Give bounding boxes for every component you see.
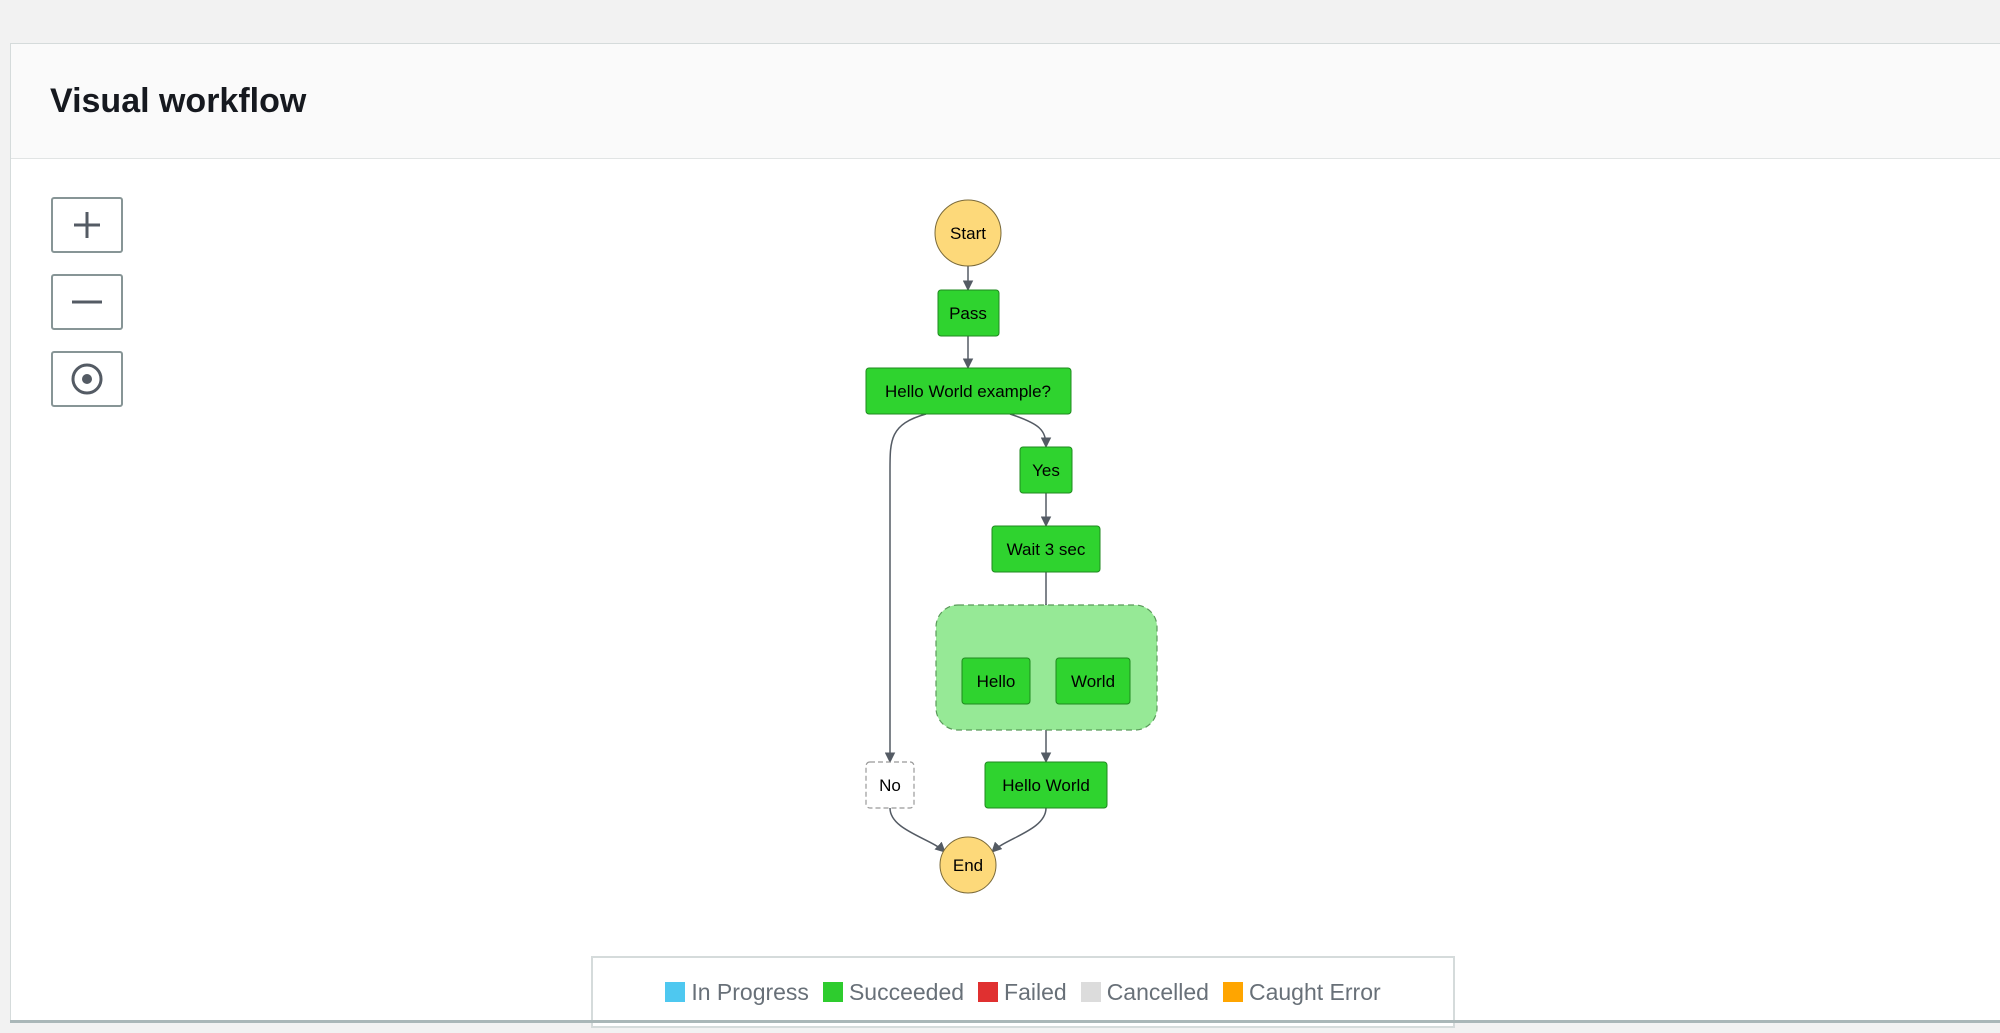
hello-world-state[interactable]: Hello World	[984, 761, 1108, 809]
visual-workflow-panel: Visual workflow In Progress Succeeded F	[10, 43, 2000, 1028]
start-label: Start	[950, 224, 986, 243]
no-label: No	[879, 776, 901, 795]
panel-title: Visual workflow	[50, 82, 307, 120]
end-label: End	[953, 856, 983, 875]
hello-world-label: Hello World	[1002, 776, 1090, 795]
legend-label: Failed	[1004, 978, 1067, 1005]
edge-choice-no	[884, 413, 927, 764]
world-branch-state[interactable]: World	[1055, 657, 1131, 705]
edge-choice-yes	[1009, 413, 1052, 449]
legend-item-in-progress: In Progress	[665, 979, 809, 1006]
swatch-succeeded	[822, 982, 843, 1002]
target-icon	[71, 363, 103, 395]
minus-icon	[72, 300, 102, 304]
swatch-caught-error	[1222, 982, 1243, 1002]
yes-label: Yes	[1032, 461, 1060, 480]
hello-label: Hello	[977, 672, 1016, 691]
start-node[interactable]: Start	[934, 199, 1002, 267]
legend-item-succeeded: Succeeded	[822, 978, 965, 1006]
choice-label: Hello World example?	[885, 382, 1051, 401]
yes-state[interactable]: Yes	[1019, 446, 1073, 494]
panel-bottom-border	[10, 1020, 2000, 1023]
legend-item-caught-error: Caught Error	[1222, 978, 1381, 1006]
end-node[interactable]: End	[939, 836, 997, 894]
panel-header: Visual workflow	[11, 44, 2000, 159]
legend-label: Succeeded	[848, 978, 965, 1005]
edge-helloworld-end	[991, 807, 1047, 853]
edge-no-end	[889, 807, 946, 853]
legend-label: Caught Error	[1248, 978, 1381, 1005]
status-legend: In Progress Succeeded Failed Cancelled C…	[591, 956, 1455, 1028]
swatch-cancelled	[1080, 982, 1101, 1002]
legend-label: In Progress	[691, 978, 809, 1005]
legend-item-failed: Failed	[978, 979, 1067, 1006]
swatch-failed	[978, 982, 999, 1002]
choice-state[interactable]: Hello World example?	[865, 367, 1072, 415]
pass-state[interactable]: Pass	[937, 289, 1000, 337]
zoom-out-button[interactable]	[51, 274, 123, 330]
legend-item-cancelled: Cancelled	[1080, 978, 1209, 1006]
plus-icon	[74, 212, 100, 238]
zoom-in-button[interactable]	[51, 197, 123, 253]
wait-state[interactable]: Wait 3 sec	[991, 525, 1101, 573]
legend-label: Cancelled	[1106, 978, 1209, 1005]
swatch-in-progress	[665, 982, 686, 1002]
pass-label: Pass	[949, 304, 987, 323]
wait-label: Wait 3 sec	[1007, 540, 1086, 559]
world-label: World	[1071, 672, 1115, 691]
hello-branch-state[interactable]: Hello	[961, 657, 1031, 705]
no-state[interactable]: No	[865, 761, 915, 809]
center-button[interactable]	[51, 351, 123, 407]
